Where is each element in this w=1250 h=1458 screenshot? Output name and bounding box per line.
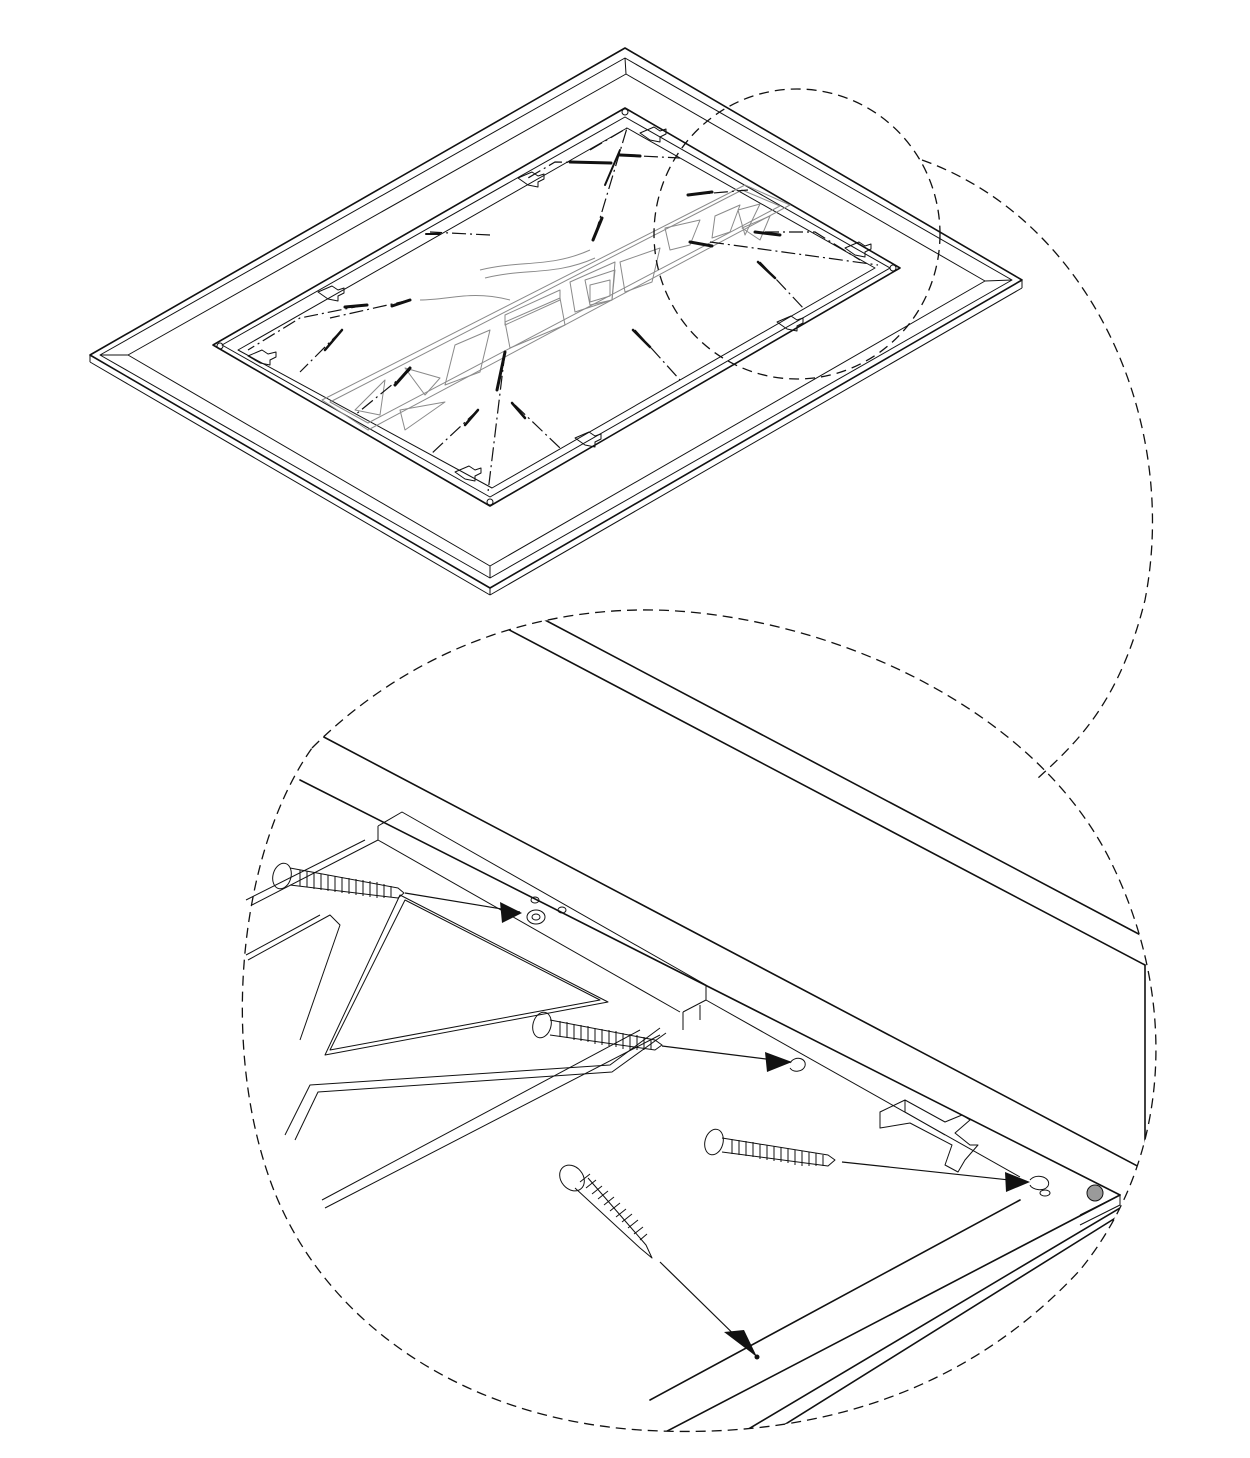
frame-back-panel (212, 107, 901, 507)
hanger-hook (789, 1057, 1051, 1197)
mounting-plate (251, 811, 1021, 1178)
overview-screws (247, 127, 879, 493)
detail-magnified (241, 609, 1157, 1433)
bracket-icon (879, 1099, 979, 1173)
callout-connector (921, 159, 1154, 779)
sign-panel-detail (245, 839, 701, 1209)
screw-icon (559, 1164, 653, 1259)
overview-frame (89, 47, 1023, 596)
screw-icon (704, 1128, 836, 1167)
bumper-icon (1086, 1184, 1104, 1202)
screw-icon (532, 1011, 663, 1051)
bracket-icon (247, 126, 872, 482)
sign-panel-ghost (321, 184, 791, 431)
screw-icon (272, 862, 405, 899)
triangle-cutout (329, 899, 601, 1051)
frame-outer-edge (89, 47, 1023, 589)
callout-circle (653, 88, 941, 380)
detail-circle (241, 609, 1157, 1433)
frame-outer-edge-inner (99, 57, 1013, 579)
keyhole-slot (526, 896, 567, 925)
